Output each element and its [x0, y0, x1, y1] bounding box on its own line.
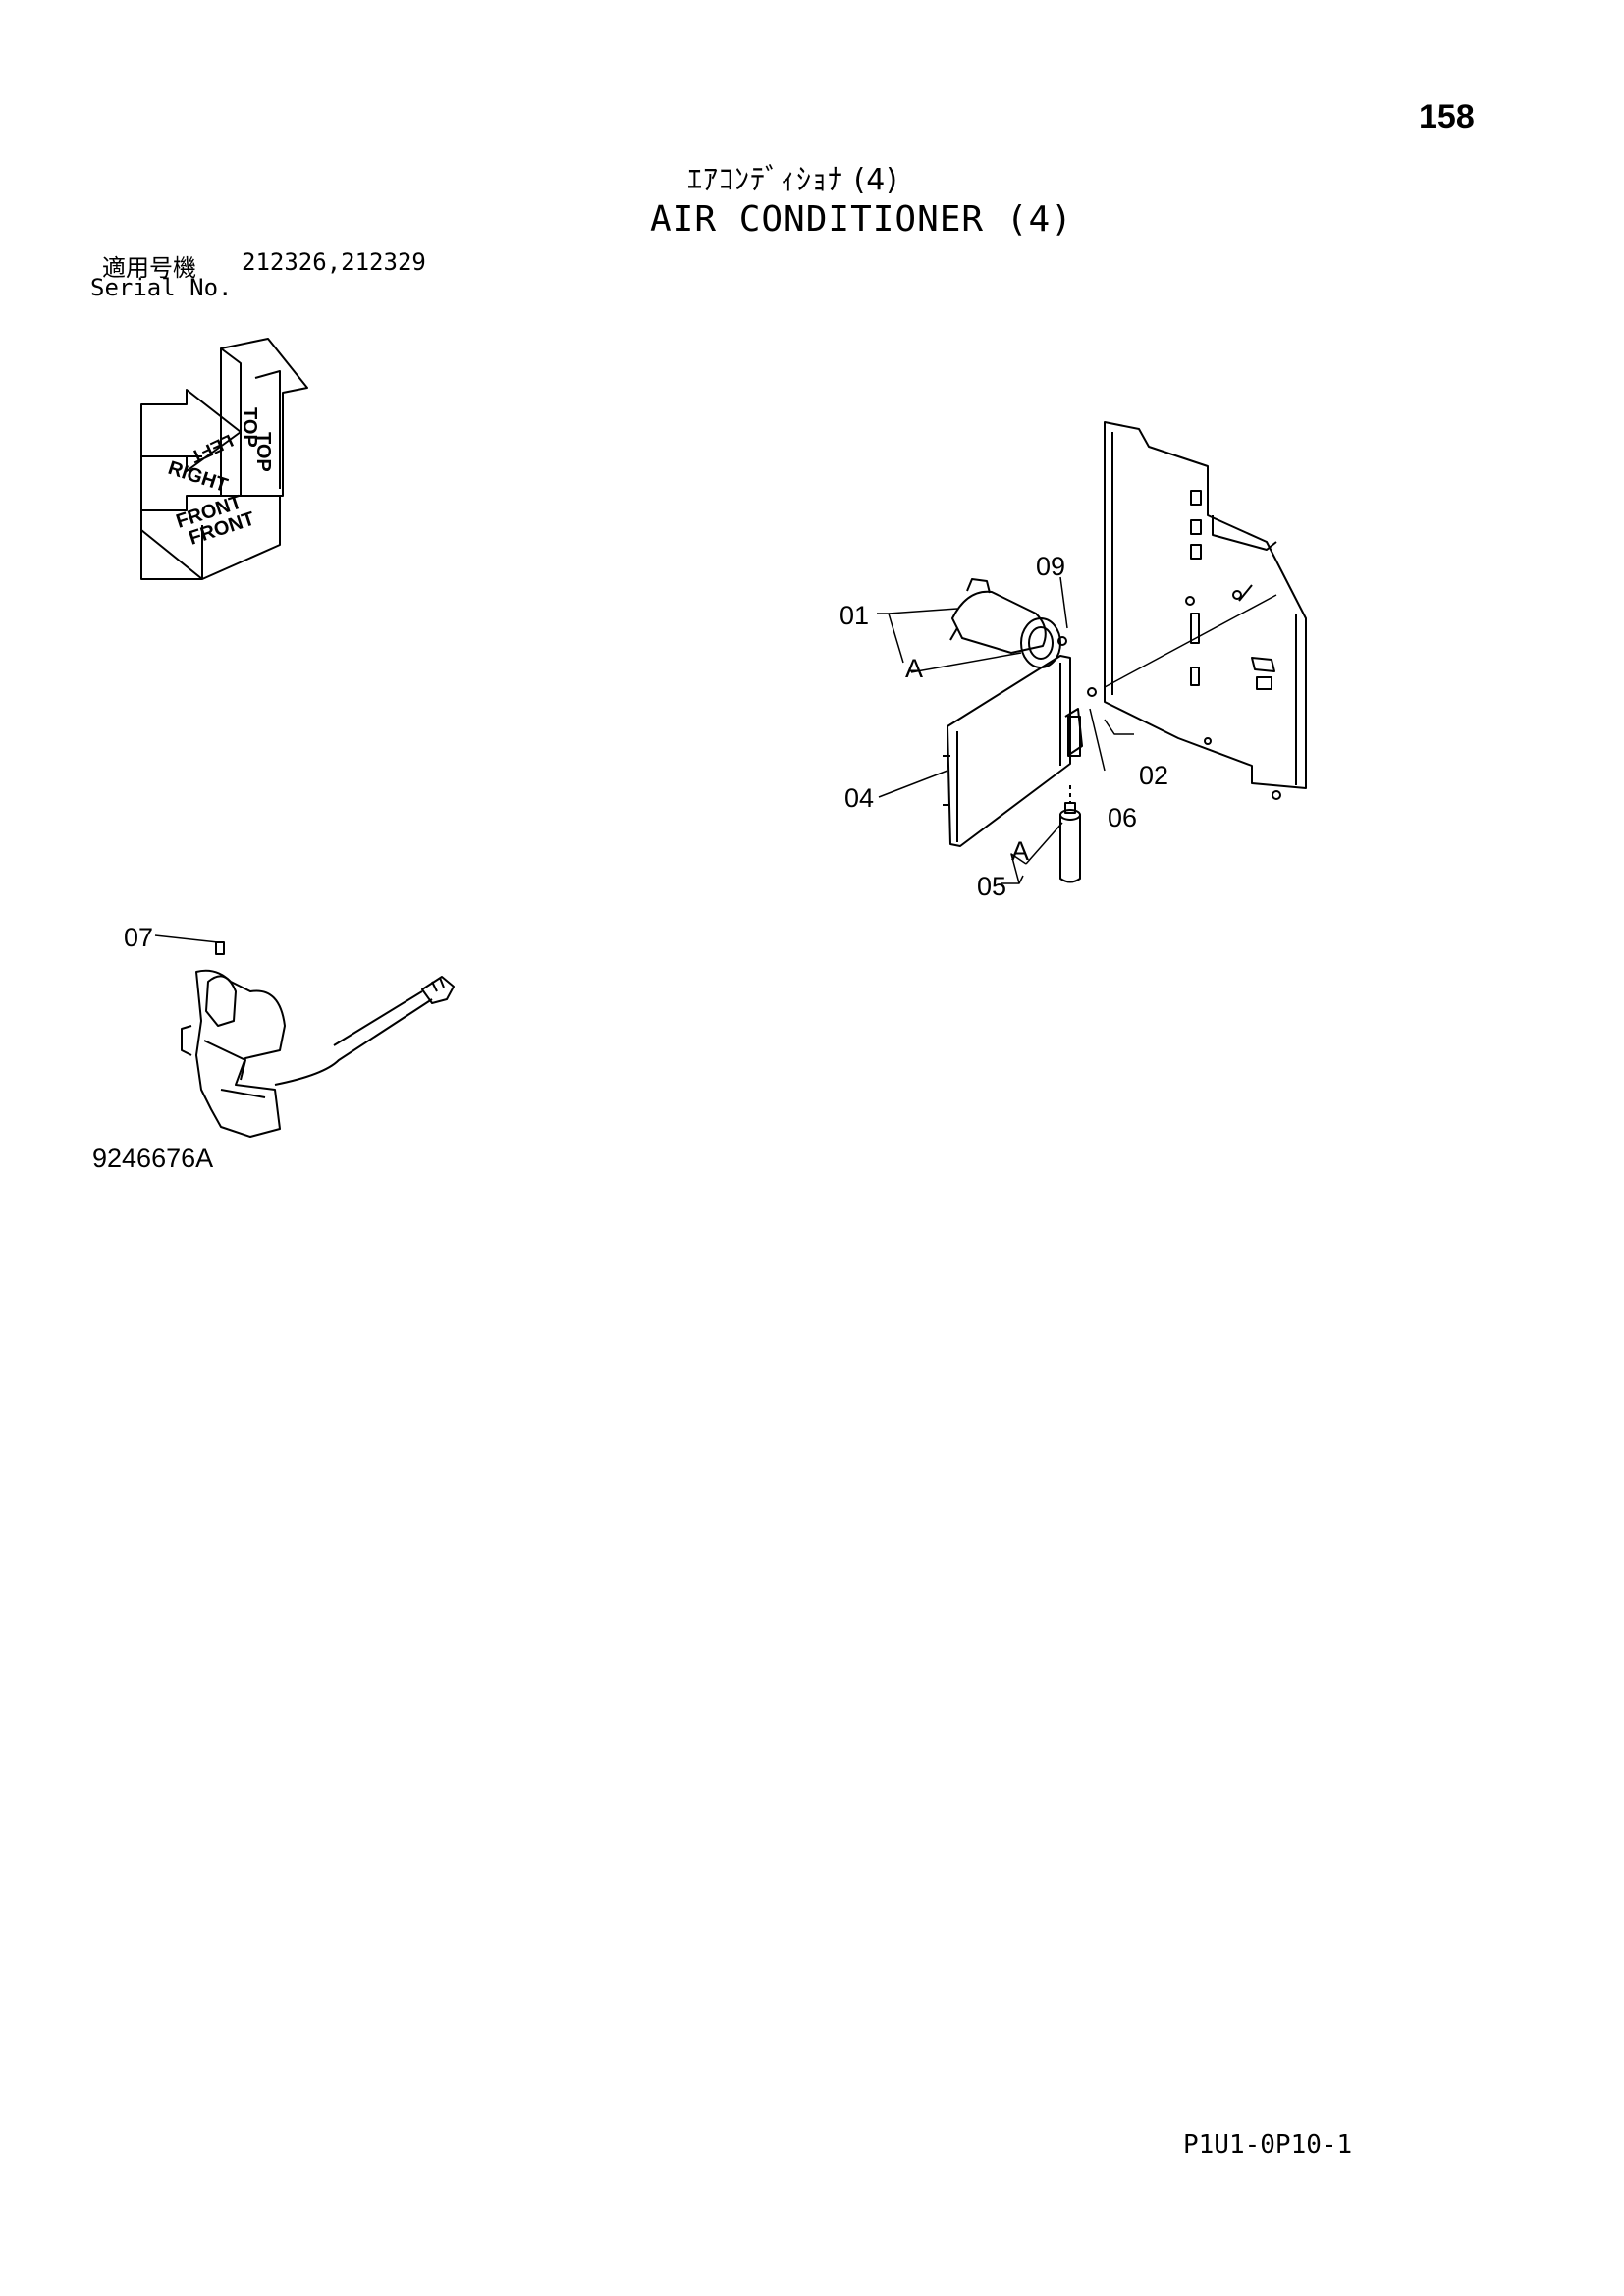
orientation-indicator: TOP LEFT RIGHT FRONT FRONT TOP	[140, 338, 308, 580]
sensor-duct-assembly	[181, 941, 455, 1138]
drawing-number: 9246676A	[92, 1144, 214, 1173]
receiver-drier	[1059, 785, 1081, 883]
callout-07: 07	[124, 923, 154, 952]
callout-04: 04	[844, 783, 875, 813]
callout-02: 02	[1139, 761, 1169, 790]
callout-05: 05	[977, 872, 1007, 901]
orientation-label-left: LEFT	[188, 431, 236, 467]
orientation-label-top-2: TOP	[239, 407, 260, 448]
callout-a-lower: A	[1011, 836, 1030, 866]
callout-06: 06	[1108, 803, 1138, 832]
title-japanese: ｴｱｺﾝﾃﾞｨｼｮﾅ (4)	[687, 163, 899, 197]
serial-label-english: Serial No.	[90, 274, 233, 301]
serial-label-japanese: 適用号機	[102, 254, 196, 282]
callout-09: 09	[1036, 552, 1066, 581]
callout-01: 01	[839, 601, 870, 630]
orientation-label-top-1: TOP	[252, 432, 274, 472]
callout-a-upper: A	[905, 654, 924, 683]
serial-values: 212326,212329	[242, 248, 426, 276]
compressor	[949, 578, 1061, 668]
page-code: P1U1-0P10-1	[1183, 2130, 1353, 2160]
leader-lines	[154, 576, 1134, 943]
title-english: AIR CONDITIONER (4)	[650, 199, 1073, 240]
mounting-panel	[1104, 421, 1307, 800]
condenser	[943, 636, 1097, 847]
page-number: 158	[1419, 98, 1475, 135]
